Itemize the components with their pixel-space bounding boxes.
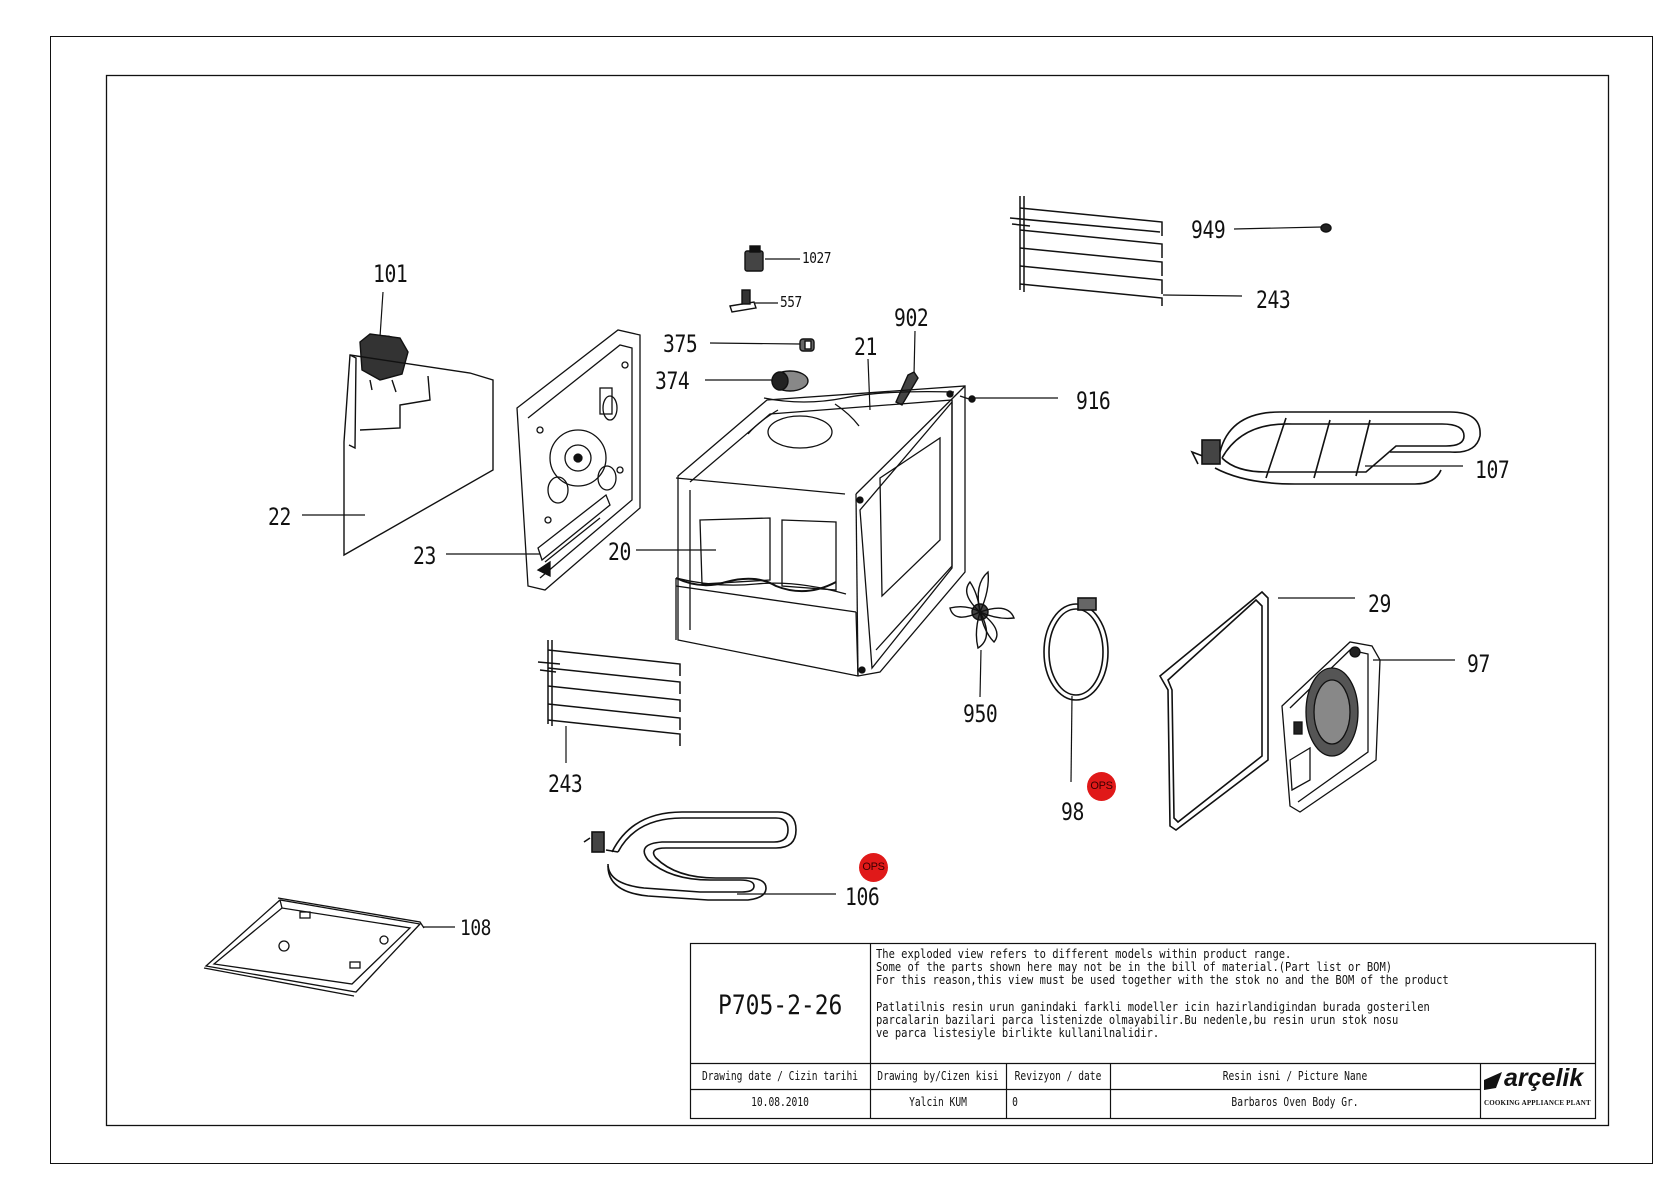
header-picture-name: Resin isni / Picture Nane: [1222, 1069, 1368, 1083]
callout-902: 902: [894, 304, 929, 332]
plant-name: COOKING APPLIANCE PLANT: [1484, 1099, 1591, 1107]
value-drawing-by: Yalcin KUM: [909, 1095, 967, 1109]
value-picture-name: Barbaros Oven Body Gr.: [1231, 1095, 1359, 1109]
part-243-side-rack: [537, 640, 681, 746]
part-20-oven-cavity: [675, 385, 966, 677]
notice-tr-line: parcalarin bazilari parca listenizde olm…: [876, 1012, 1399, 1027]
callout-557: 557: [780, 293, 802, 311]
part-949-screw: [1320, 223, 1332, 233]
callout-29: 29: [1368, 590, 1391, 618]
part-243-top-rack: [1009, 196, 1163, 306]
part-97-rear-cover: [1281, 641, 1381, 813]
part-557-bracket: [729, 289, 757, 313]
ops-badge-106: OPS: [859, 853, 888, 882]
outer-frame: [50, 36, 1653, 1164]
callout-20: 20: [608, 538, 631, 566]
header-drawing-date: Drawing date / Cizin tarihi: [701, 1069, 859, 1083]
notice-en-line: Some of the parts shown here may not be …: [876, 959, 1393, 974]
title-block: [689, 942, 1597, 1120]
notice-tr-line: ve parca listesiyle birlikte kullanilnal…: [876, 1025, 1160, 1040]
header-drawing-by: Drawing by/Cizen kisi: [877, 1069, 999, 1083]
callout-108: 108: [460, 916, 491, 940]
part-950-fan-blade: [949, 570, 1015, 650]
part-106-bottom-element: [583, 811, 797, 901]
callout-243-top: 243: [1256, 286, 1291, 314]
callout-21: 21: [854, 333, 877, 361]
part-375-lamp: [799, 338, 815, 352]
callout-101: 101: [373, 260, 408, 288]
callout-97: 97: [1467, 650, 1490, 678]
callout-22: 22: [268, 503, 291, 531]
callout-243-side: 243: [548, 770, 583, 798]
notice-english: The exploded view refers to different mo…: [876, 947, 1449, 986]
inner-frame: [105, 74, 1610, 1127]
brand-name: arçelik: [1504, 1064, 1584, 1092]
part-23-back-wall: [516, 329, 641, 591]
part-916-screw: [959, 395, 976, 403]
notice-en-line: For this reason,this view must be used t…: [876, 972, 1449, 987]
brand-logo: [1484, 1072, 1502, 1090]
part-22-insulation: [343, 354, 494, 557]
notice-turkish: Patlatilnis resin urun ganindaki farkli …: [876, 1000, 1430, 1039]
drawing-code: P705-2-26: [718, 990, 843, 1021]
callout-949: 949: [1191, 216, 1226, 244]
part-902-hinge: [895, 371, 919, 406]
callout-1027: 1027: [802, 249, 832, 267]
notice-en-line: The exploded view refers to different mo…: [876, 946, 1292, 961]
part-98-fan-ring: [1043, 597, 1109, 701]
notice-tr-line: Patlatilnis resin urun ganindaki farkli …: [876, 999, 1430, 1014]
header-revision: Revizyon / date: [1014, 1069, 1102, 1083]
callout-950: 950: [963, 700, 998, 728]
ops-badge-98: OPS: [1087, 772, 1116, 801]
callout-374: 374: [655, 367, 690, 395]
callout-916: 916: [1076, 387, 1111, 415]
callout-107: 107: [1475, 456, 1510, 484]
leader-lines: [302, 226, 1463, 928]
callout-106: 106: [845, 883, 880, 911]
part-108-bottom-plate: [203, 897, 425, 997]
part-107-grill-element: [1190, 411, 1481, 485]
value-revision: 0: [1012, 1095, 1018, 1109]
part-374-lamp-holder: [771, 370, 809, 392]
value-drawing-date: 10.08.2010: [751, 1095, 809, 1109]
callout-375: 375: [663, 330, 698, 358]
part-29-door-seal: [1158, 590, 1269, 831]
part-1027-thermostat: [744, 245, 764, 272]
callout-98: 98: [1061, 798, 1084, 826]
callout-23: 23: [413, 542, 436, 570]
